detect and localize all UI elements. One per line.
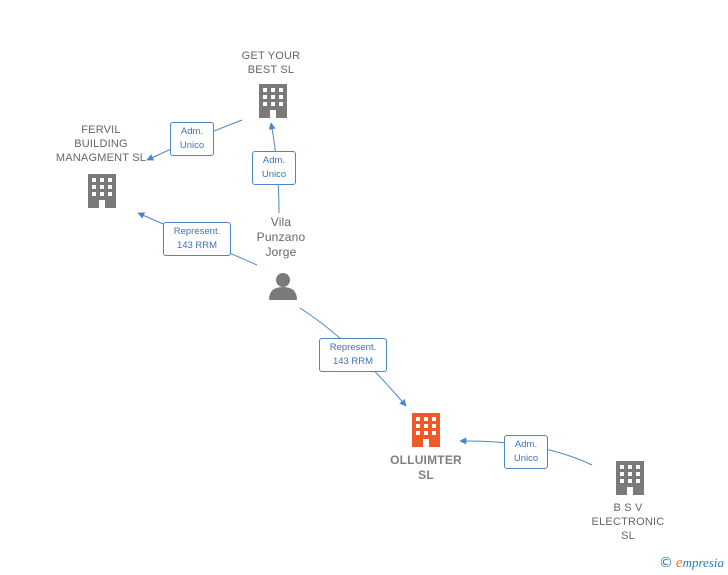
edge-label-line2: Unico (261, 169, 287, 180)
edge-label-represent: Represent. 143 RRM (163, 222, 231, 256)
empresia-watermark[interactable]: ©empresia (659, 555, 724, 572)
edge-label-line1: Represent. (173, 226, 221, 237)
node-label-fervil[interactable]: FERVIL BUILDING MANAGMENT SL (55, 124, 147, 164)
building-icon[interactable] (616, 461, 644, 495)
node-label-olluimter[interactable]: OLLUIMTER SL (390, 453, 462, 482)
edge-label-line1: Adm. (514, 439, 538, 450)
brand-initial: e (675, 555, 683, 571)
edge-label-adm-unico: Adm. Unico (170, 122, 214, 156)
copyright-icon: © (658, 555, 673, 571)
edge-label-line2: Unico (179, 140, 205, 151)
edge-label-line1: Adm. (180, 126, 204, 137)
building-icon[interactable] (259, 84, 287, 118)
edge-label-line1: Adm. (262, 155, 286, 166)
node-label-vila-punzano-jorge[interactable]: Vila Punzano Jorge (256, 215, 306, 259)
edge-label-line2: Unico (513, 453, 539, 464)
edge-label-adm-unico: Adm. Unico (504, 435, 548, 469)
edge-label-line2: 143 RRM (176, 240, 218, 251)
edge-label-adm-unico: Adm. Unico (252, 151, 296, 185)
brand-name: mpresia (682, 555, 724, 570)
edge-label-line1: Represent. (329, 342, 377, 353)
edge-label-represent: Represent. 143 RRM (319, 338, 387, 372)
node-label-get-your-best[interactable]: GET YOUR BEST SL (241, 50, 301, 76)
building-icon[interactable] (88, 174, 116, 208)
building-main-icon[interactable] (412, 413, 440, 447)
node-label-bsv-electronic[interactable]: B S V ELECTRONIC SL (591, 502, 665, 542)
edge-label-line2: 143 RRM (332, 356, 374, 367)
person-icon[interactable] (269, 273, 297, 300)
